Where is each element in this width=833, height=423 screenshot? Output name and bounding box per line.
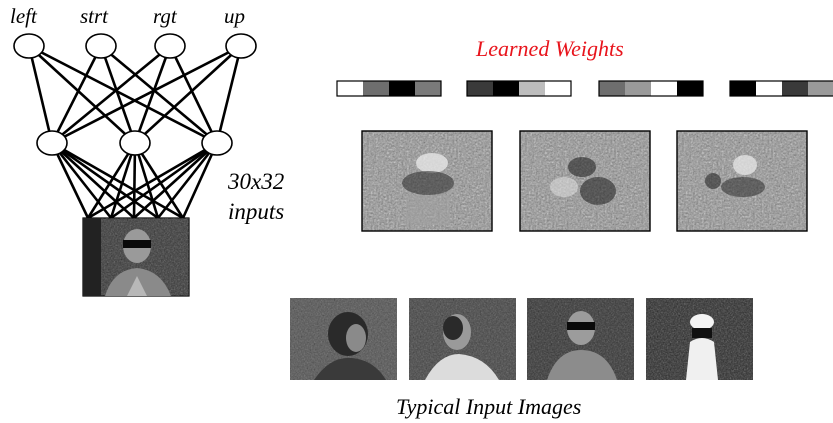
weight-bar-border-4 [729,80,833,97]
network-nodes [13,33,257,156]
edge-hidden-2-input-4 [181,142,219,219]
weight-cell-3-3 [651,81,677,96]
edge-output-2-hidden-0 [51,44,171,145]
learned-weights-title: Learned Weights [476,36,624,61]
weight-bar-2 [466,80,572,97]
output-node-up [225,33,257,59]
weight-cell-3-1 [599,81,625,96]
edge-output-0-hidden-1 [28,45,136,144]
edge-hidden-0-input-4 [51,141,184,220]
weight-cell-4-1 [730,81,756,96]
hidden-node-1 [36,130,68,156]
edge-output-3-hidden-1 [134,45,242,144]
weight-bar-1 [336,80,442,97]
weight-cell-1-1 [337,81,363,96]
edge-output-0-hidden-2 [28,44,218,145]
weight-cell-2-1 [467,81,493,96]
edge-hidden-1-input-1 [109,142,137,219]
edge-output-1-hidden-2 [100,45,218,144]
hidden-node-2 [119,130,151,156]
weight-cell-3-2 [625,81,651,96]
edge-hidden-0-input-1 [50,142,113,219]
hidden-node-3 [201,130,233,156]
edge-hidden-2-input-1 [110,141,218,220]
edge-hidden-2-input-0 [87,141,218,220]
edge-hidden-1-input-4 [133,142,185,219]
weight-cell-3-4 [677,81,703,96]
edge-hidden-1-input-0 [86,142,137,219]
output-label-left: left [10,4,37,28]
weight-cell-1-2 [363,81,389,96]
edge-output-3-hidden-0 [51,44,242,145]
weight-bar-4 [729,80,833,97]
edge-hidden-0-input-0 [50,142,90,219]
example-image-3 [527,298,634,380]
output-node-rgt [154,33,186,59]
example-image-1 [290,298,397,380]
example-image-2 [409,298,516,380]
edge-output-3-hidden-2 [215,45,243,144]
weight-bar-3 [598,80,704,97]
weight-cell-4-3 [782,81,808,96]
output-weight-bars [336,80,833,97]
inputs-size-label: 30x32 [228,169,285,194]
weight-cell-2-3 [519,81,545,96]
weight-cell-2-4 [545,81,571,96]
hidden-weight-map-2 [519,130,651,232]
edge-hidden-2-input-3 [156,142,219,219]
hidden-weight-map-1 [361,130,493,232]
edge-output-1-hidden-0 [50,45,103,144]
edge-output-2-hidden-1 [133,45,172,144]
weight-cell-2-2 [493,81,519,96]
edge-output-1-hidden-1 [99,45,137,144]
typical-input-images-caption: Typical Input Images [396,394,582,419]
edge-hidden-2-input-2 [133,142,218,219]
example-image-4 [646,298,753,380]
edge-output-2-hidden-2 [168,45,219,144]
weight-cell-4-4 [808,81,833,96]
network-connections [27,44,243,220]
network-input-image [82,217,190,297]
edge-output-0-hidden-0 [27,45,54,144]
weight-bar-border-3 [598,80,704,97]
inputs-label: inputs [228,199,285,224]
edge-hidden-0-input-3 [51,141,159,220]
weight-bar-border-2 [466,80,572,97]
output-node-left [13,33,45,59]
weight-bar-border-1 [336,80,442,97]
weight-cell-1-4 [415,81,441,96]
hidden-weight-map-3 [676,130,808,232]
output-label-strt: strt [80,4,109,28]
weight-cell-4-2 [756,81,782,96]
edge-hidden-1-input-3 [133,142,160,219]
weight-cell-1-3 [389,81,415,96]
output-label-up: up [224,4,245,28]
edge-hidden-0-input-2 [51,142,135,219]
output-node-strt [85,33,117,59]
output-label-rgt: rgt [153,4,177,28]
